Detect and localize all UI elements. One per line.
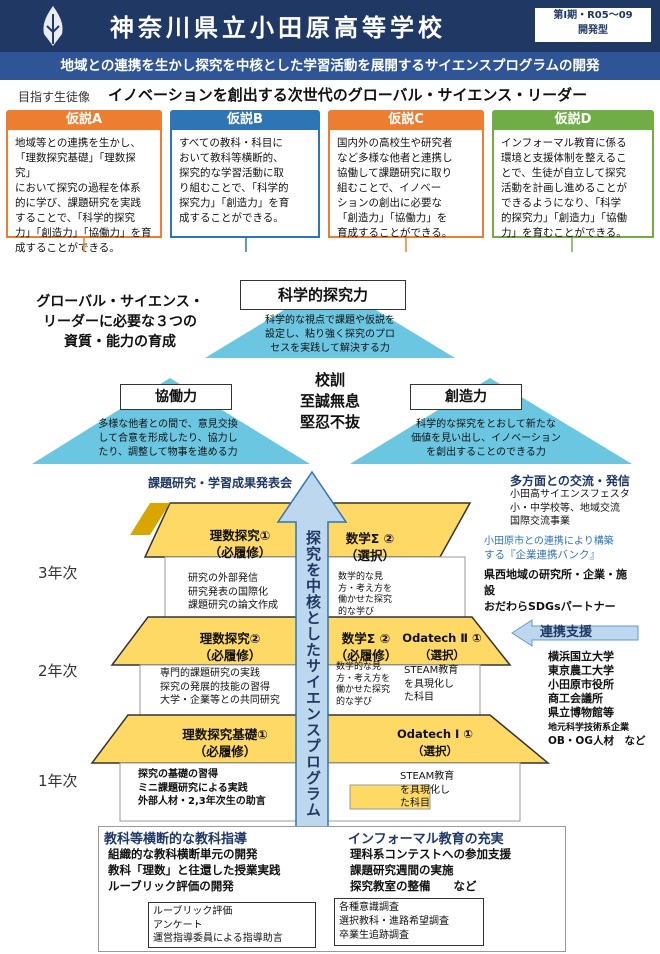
partner-alumni: OB・OG人材 など — [548, 735, 646, 747]
phase-badge: 第Ⅰ期・R05～09 開発型 — [534, 7, 652, 43]
hypothesis-b-title: 仮説B — [170, 110, 320, 130]
y1-inquiry-items: 探究の基礎の習得 ミニ課題研究による実践 外部人材・2,3年次生の助言 — [138, 769, 266, 807]
informal-items: 理科系コンテストへの参加支援 課題研究週間の実施 探究教室の整備 など — [350, 847, 511, 893]
competency-collaboration: 協働力 — [120, 384, 232, 410]
motto-label: 校訓 — [314, 371, 345, 389]
y2-math-sigma: 数学Σ ② （必履修） — [334, 631, 398, 663]
program-subtitle: 地域との連携を生かし探究を中核とした学習活動を展開するサイエンスプログラムの開発 — [0, 52, 660, 80]
cross-curricular-items: 組織的な教科横断単元の開発 教科「理数」と往還した授業実践 ルーブリック評価の開… — [108, 847, 281, 893]
school-crest-icon — [43, 6, 63, 46]
foundation-box — [98, 826, 566, 952]
bank-line2: する『企業連携バンク』 — [484, 549, 601, 561]
y3-math-items: 数学的な見 方・考え方を 働かせた探究 的な学び — [338, 572, 393, 617]
company-bank: 小田原市との連携により構築 する『企業連携バンク』 県西地域の研究所・企業・施設… — [484, 532, 634, 613]
partner-companies: 地元科学技術系企業 — [548, 723, 630, 733]
support-label: 連携支援 — [540, 625, 593, 640]
y1-odatech-items: STEAM教育 を具現化し た科目 — [400, 771, 455, 809]
competency-scientific-inquiry: 科学的探究力 — [240, 280, 406, 310]
target-student-image: イノベーションを創出する次世代のグローバル・サイエンス・リーダー — [108, 86, 588, 104]
support-arrow — [511, 619, 639, 647]
program-arrow-label: 探究を中核としたサイエンスプログラム — [304, 530, 322, 818]
motto-line1: 至誠無息 — [299, 392, 360, 410]
exchange-list: 小田高サイエンスフェスタ 小・中学校等、地域交流 国際交流事業 — [510, 489, 630, 527]
evaluation-left: ルーブリック評価 アンケート 運営指導委員による指導助言 — [148, 902, 316, 948]
presentation-label: 課題研究・学習成果発表会 — [148, 476, 293, 490]
y2-inquiry-course: 理数探究② （必履修） — [198, 631, 262, 663]
hypothesis-c-title: 仮説C — [328, 110, 484, 130]
school-title: 神奈川県立小田原高等学校 — [110, 14, 446, 42]
exchange-heading: 多方面との交流・発信 — [510, 474, 630, 488]
hypothesis-c-text: 国内外の高校生や研究者 など多様な他者と連携し 協働して課題研究に取り 組むこと… — [328, 130, 484, 239]
year-3-label: 3年次 — [38, 564, 78, 582]
year-2-label: 2年次 — [38, 662, 78, 680]
hypothesis-a-text: 地域等との連携を生かし、 「理数探究基礎」「理数探究」 において探究の過程を体系… — [6, 130, 162, 254]
partner-main: 横浜国立大学 東京農工大学 小田原市役所 商工会議所 県立博物館等 — [548, 650, 614, 719]
school-motto: 校訓 至誠無息 堅忍不抜 — [282, 370, 378, 433]
evaluation-right: 各種意識調査 選択教科・進路希望調査 卒業生追跡調査 — [334, 898, 484, 946]
y3-math-sigma: 数学Σ ② （選択） — [344, 531, 395, 563]
y2-math-items: 数学的な見 方・考え方を 働かせた探究 的な学び — [336, 662, 391, 707]
target-label: 目指す生徒像 — [18, 90, 91, 104]
bank-line1: 小田原市との連携により構築 — [484, 536, 614, 547]
y1-odatech: Odatech Ⅰ ① （選択） — [396, 727, 474, 758]
phase-badge-line1: 第Ⅰ期・R05～09 — [553, 10, 633, 21]
competency-creativity-desc: 科学的な探究をとおして新たな 価値を見い出し、イノベーション を創出することので… — [411, 419, 561, 458]
competency-creativity: 創造力 — [410, 384, 522, 410]
y2-inquiry-items: 専門的課題研究の実践 探究の発展的技能の習得 大学・企業等との共同研究 — [160, 668, 280, 706]
year-1-label: 1年次 — [38, 772, 78, 790]
bank-line3: 県西地域の研究所・企業・施設 — [484, 568, 627, 597]
partner-list: 横浜国立大学 東京農工大学 小田原市役所 商工会議所 県立博物館等 地元科学技術… — [548, 650, 656, 748]
y2-odatech-items: STEAM教育 を具現化し た科目 — [404, 665, 459, 703]
cross-curricular-heading: 教科等横断的な教科指導 — [104, 832, 248, 847]
y3-inquiry-course: 理数探究① （必履修） — [208, 528, 272, 560]
hypothesis-a-title: 仮説A — [6, 110, 162, 130]
y2-odatech: Odatech Ⅱ ① （選択） — [402, 631, 482, 662]
bank-line4: おだわらSDGsパートナー — [484, 600, 616, 613]
competency-collaboration-desc: 多様な他者との間で、意見交換 して合意を形成したり、協力し たり、調整して物事を… — [98, 419, 238, 458]
pyramid-caption: グローバル・サイエンス・ リーダーに必要な３つの 資質・能力の育成 — [36, 294, 204, 350]
competency-scientific-inquiry-desc: 科学的な視点で課題や仮説を 設定し、粘り強く探究のプロ セスを実践して解決する力 — [265, 315, 395, 354]
informal-heading: インフォーマル教育の充実 — [348, 832, 504, 847]
hypothesis-d-text: インフォーマル教育に係る 環境と支援体制を整えるこ とで、生徒が自立して探究 活… — [492, 130, 654, 239]
y1-inquiry-basic: 理数探究基礎① （必履修） — [182, 727, 268, 759]
y3-inquiry-items: 研究の外部発信 研究発表の国際化 課題研究の論文作成 — [188, 573, 278, 611]
competency-pyramid — [32, 238, 632, 464]
motto-line2: 堅忍不抜 — [299, 413, 360, 431]
hypothesis-d-title: 仮説D — [492, 110, 654, 130]
hypothesis-b-text: すべての教科・科目に おいて教科等横断的、 探究的な学習活動に取 り組むことで、… — [170, 130, 320, 238]
phase-badge-line2: 開発型 — [578, 25, 608, 36]
